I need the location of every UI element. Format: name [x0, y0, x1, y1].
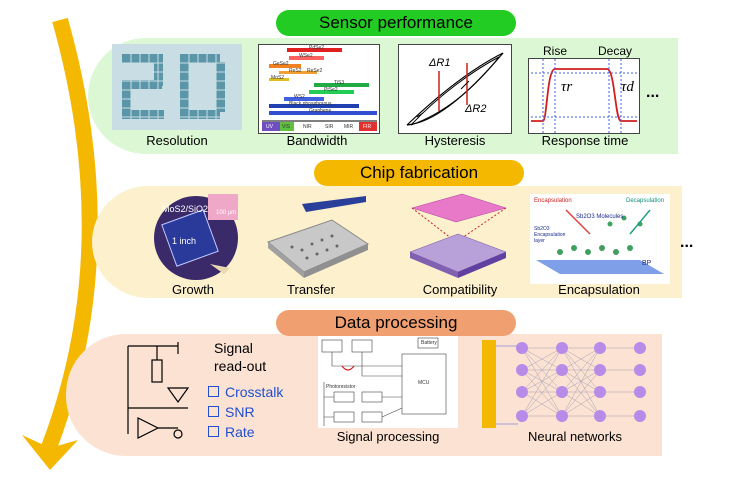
hysteresis-dr2: ΔR2 [465, 103, 487, 115]
encap-label: Encapsulation [534, 198, 572, 204]
band-uv: UV [266, 124, 273, 130]
chip-header: Chip fabrication [314, 160, 524, 186]
hysteresis-plot: ΔR1 ΔR2 [398, 44, 512, 134]
mat-rese2: ReSe2 [307, 68, 323, 74]
sp-battery: Battery [421, 340, 437, 346]
layer-label: Sb2O3 Encapsulation layer [534, 226, 566, 244]
mat-graphene: Graphene [309, 108, 332, 114]
band-vis: VIS [282, 124, 291, 130]
checkbox-icon [208, 426, 219, 437]
caption-compatibility: Compatibility [422, 282, 498, 297]
signal-processing-schematic: Battery MCU Photoresistor [318, 336, 458, 428]
tau-d: τd [621, 79, 634, 95]
caption-resolution: Resolution [146, 133, 208, 148]
band-nir: NIR [303, 124, 312, 130]
caption-transfer: Transfer [287, 282, 335, 297]
mat-mos2: MoS2 [271, 75, 285, 81]
mat-ptse2: PtSe2 [324, 87, 338, 93]
checklist-rate: Rate [208, 424, 255, 440]
molecules-label: Sb2O3 Molecules [576, 214, 624, 220]
checkbox-icon [208, 386, 219, 397]
sp-mcu: MCU [418, 380, 430, 386]
label-rise: Rise [543, 44, 568, 58]
resolution-image [112, 44, 242, 130]
mat-bp: Black phosphorous [289, 101, 332, 107]
tau-r: τr [561, 79, 573, 95]
chip-more: ... [680, 234, 694, 251]
transfer-image [262, 192, 372, 282]
checklist-label: Rate [225, 424, 255, 440]
encapsulation-image: Encapsulation Decapsulation Sb2O3 Molecu… [530, 194, 670, 284]
caption-bandwidth: Bandwidth [286, 133, 348, 148]
bp-label: BP [642, 260, 652, 267]
data-title: Data processing [334, 313, 458, 332]
band-sir: SIR [325, 124, 334, 130]
caption-hysteresis: Hysteresis [424, 133, 486, 148]
checklist-snr: SNR [208, 404, 255, 420]
mat-wse2: WSe2 [299, 53, 313, 59]
band-mir: MIR [344, 124, 354, 130]
checklist-label: SNR [225, 404, 255, 420]
caption-neural-networks: Neural networks [528, 429, 622, 444]
hysteresis-dr1: ΔR1 [429, 57, 451, 69]
caption-encapsulation: Encapsulation [558, 282, 640, 297]
growth-image: MoS2/SiO2 1 inch 100 μm [150, 190, 260, 282]
caption-signal-processing: Signal processing [336, 429, 440, 444]
mat-res2: ReS2 [289, 68, 302, 74]
label-decay: Decay [598, 44, 633, 58]
decap-label: Decapsulation [626, 198, 665, 204]
bandwidth-chart: UV VIS NIR SIR MIR FIR PdSe2 WSe2 GeSe2 … [258, 44, 380, 134]
growth-scale-label: 100 μm [216, 210, 237, 216]
mat-pdse2: PdSe2 [309, 45, 325, 51]
compatibility-image [402, 192, 512, 284]
growth-mos2-label: MoS2/SiO2 [162, 204, 209, 214]
mat-gese2: GeSe2 [273, 61, 289, 67]
data-header: Data processing [276, 310, 516, 336]
checklist-label: Crosstalk [225, 384, 284, 400]
caption-growth: Growth [172, 282, 214, 297]
neural-network-diagram [482, 340, 646, 428]
band-fir: FIR [363, 124, 372, 130]
sensor-more: ... [646, 84, 660, 101]
growth-1inch-label: 1 inch [172, 236, 197, 246]
sensor-header: Sensor performance [276, 10, 516, 36]
sp-photoresistor: Photoresistor [326, 384, 356, 390]
signal-title-1: Signal [214, 340, 253, 356]
mat-ws2: WS2 [294, 94, 305, 100]
response-plot: τr τd [528, 58, 640, 134]
checklist-crosstalk: Crosstalk [208, 384, 283, 400]
sensor-title: Sensor performance [318, 13, 474, 32]
signal-title-2: read-out [214, 358, 267, 374]
readout-circuit [127, 342, 190, 439]
mat-tis3: TiS3 [334, 80, 345, 86]
chip-title: Chip fabrication [359, 163, 479, 182]
pixel-2d-icon [112, 44, 242, 130]
checkbox-icon [208, 406, 219, 417]
caption-response-time: Response time [541, 133, 629, 148]
